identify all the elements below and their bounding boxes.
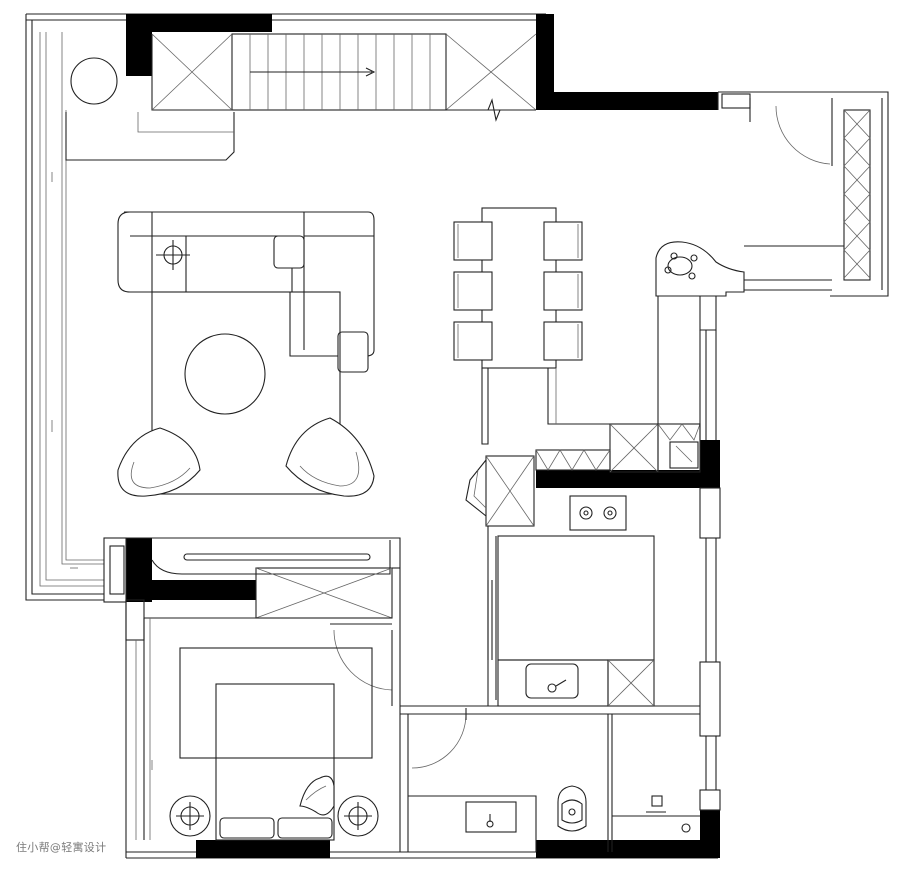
armchair-right [285, 417, 375, 497]
stove-burner-icon [603, 506, 617, 520]
armchair-left [117, 427, 201, 497]
rug [151, 291, 341, 495]
refrigerator [465, 455, 535, 527]
dining-chair [453, 321, 493, 361]
dining-chair [543, 271, 583, 311]
right-windows [699, 330, 721, 811]
coffee-table [184, 333, 266, 415]
dining-counter [481, 367, 700, 445]
round-side-table [70, 57, 118, 105]
stove-burner-icon [579, 506, 593, 520]
structural-walls [126, 14, 720, 858]
bedside-lamp-icon [337, 795, 379, 837]
sink-faucet-icon [547, 683, 557, 693]
bedside-lamp-icon [169, 795, 211, 837]
entrance-foyer [655, 92, 871, 424]
dining-chair [453, 271, 493, 311]
storage-ledge [65, 112, 235, 161]
watermark: 住小帮@轻寓设计 [16, 841, 107, 854]
bedroom [103, 537, 401, 841]
dining-chair [453, 221, 493, 261]
sofa [117, 211, 375, 373]
dining-chairs [453, 221, 583, 361]
dining-chair [543, 221, 583, 261]
bathroom [399, 706, 700, 852]
kitchen [487, 495, 700, 707]
staircase [151, 33, 537, 122]
entry-cabinet [535, 423, 701, 473]
toilet-icon [557, 785, 587, 832]
dining-chair [543, 321, 583, 361]
left-window-strip [39, 32, 104, 587]
floor-lamp-icon [156, 240, 190, 270]
